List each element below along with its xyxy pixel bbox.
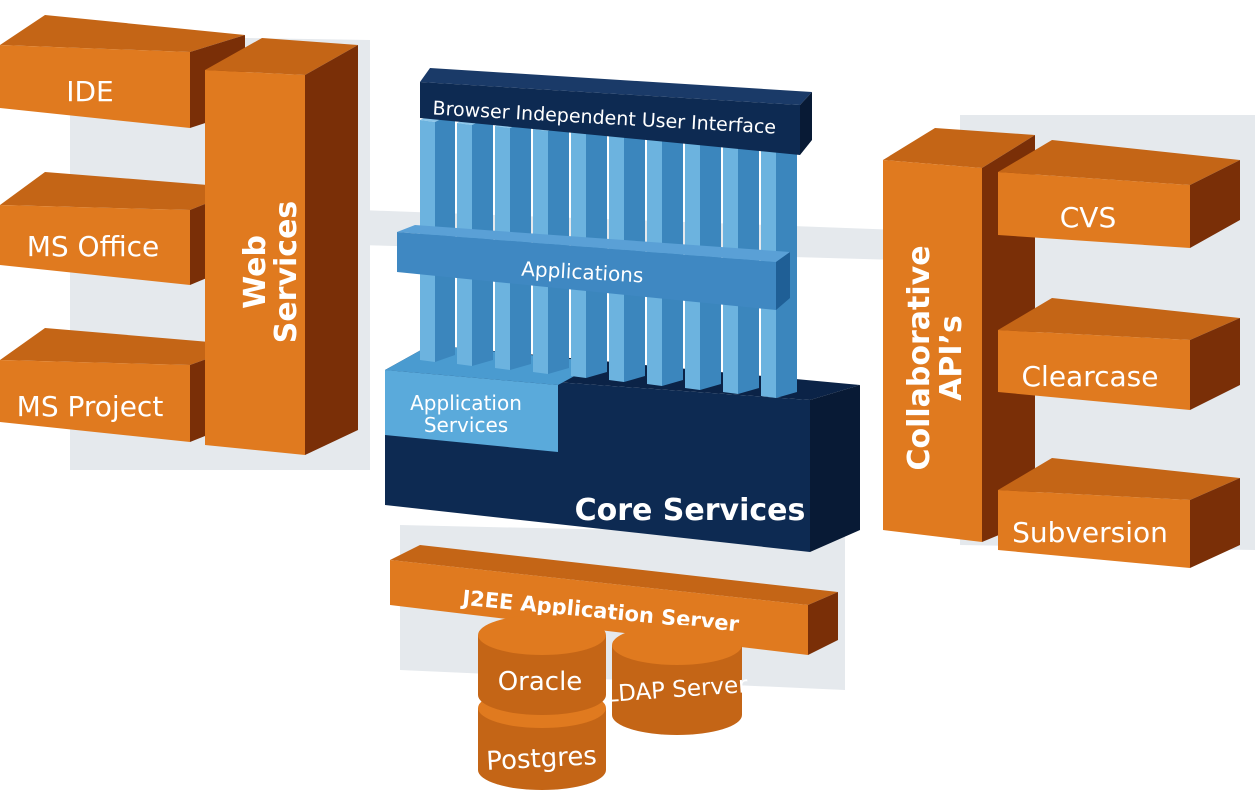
- oracle-database: Oracle: [478, 615, 606, 715]
- ms-office-label: MS Office: [27, 230, 160, 263]
- ms-office-block: MS Office: [0, 172, 245, 285]
- collaborative-label-line1: Collaborative: [902, 245, 937, 470]
- application-services-block: Application Services: [385, 345, 600, 452]
- core-services-label: Core Services: [575, 493, 806, 528]
- subversion-label: Subversion: [1012, 516, 1168, 549]
- application-services-label-line1: Application: [410, 391, 522, 415]
- cvs-block: CVS: [998, 140, 1240, 248]
- applications-band: Applications: [397, 225, 790, 310]
- application-services-label-line2: Services: [424, 413, 508, 437]
- subversion-block: Subversion: [998, 458, 1240, 568]
- ide-label: IDE: [66, 75, 114, 108]
- cvs-label: CVS: [1060, 201, 1116, 234]
- collaborative-label-line2: API’s: [934, 315, 969, 401]
- ms-project-label: MS Project: [17, 390, 164, 423]
- clearcase-block: Clearcase: [998, 298, 1240, 410]
- web-services-label-line2: Services: [269, 201, 304, 344]
- web-services-label-line1: Web: [238, 235, 273, 309]
- ldap-database: LDAP Server: [605, 625, 749, 735]
- clearcase-label: Clearcase: [1022, 360, 1159, 393]
- postgres-label: Postgres: [486, 741, 598, 777]
- web-services-pillar: Web Services: [205, 38, 358, 455]
- oracle-label: Oracle: [498, 667, 583, 697]
